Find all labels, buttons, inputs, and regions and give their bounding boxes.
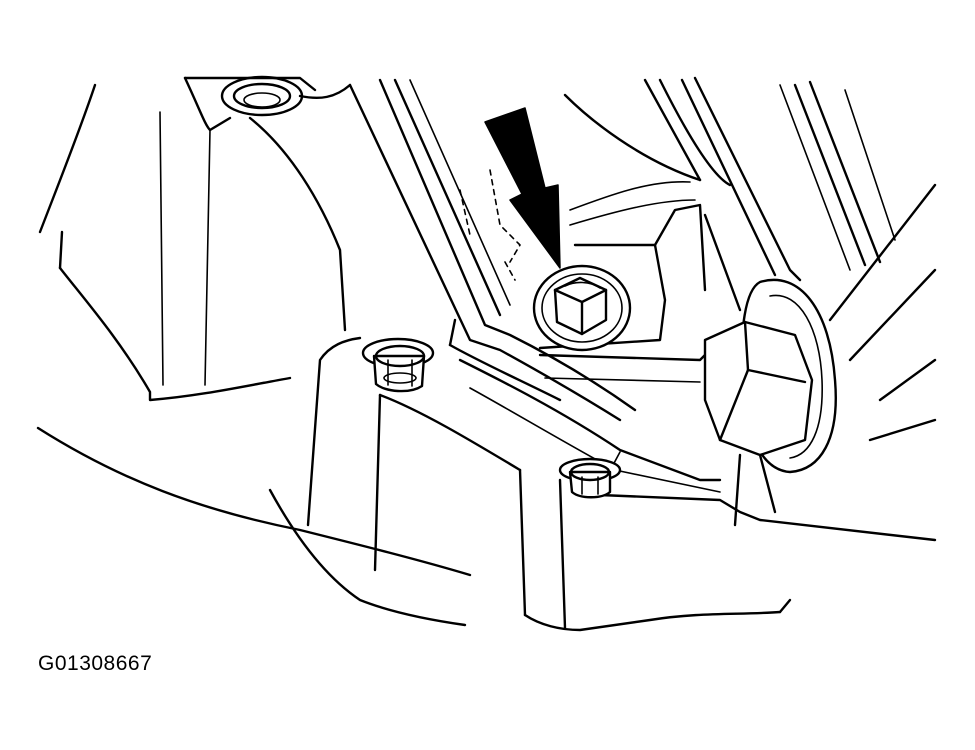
housing-left-outline	[38, 76, 352, 402]
housing-lower-outline	[36, 336, 937, 632]
flange-bolt-bottom	[558, 457, 622, 499]
figure-id-label: G01308667	[38, 652, 153, 675]
mounting-hole-top-left	[220, 75, 304, 117]
flange-bolt-left	[361, 337, 435, 393]
flange-rails	[348, 78, 722, 493]
target-bolt	[532, 264, 632, 352]
drain-plug-large	[703, 278, 837, 527]
hidden-lines	[459, 169, 521, 281]
indicator-arrow	[484, 107, 561, 269]
